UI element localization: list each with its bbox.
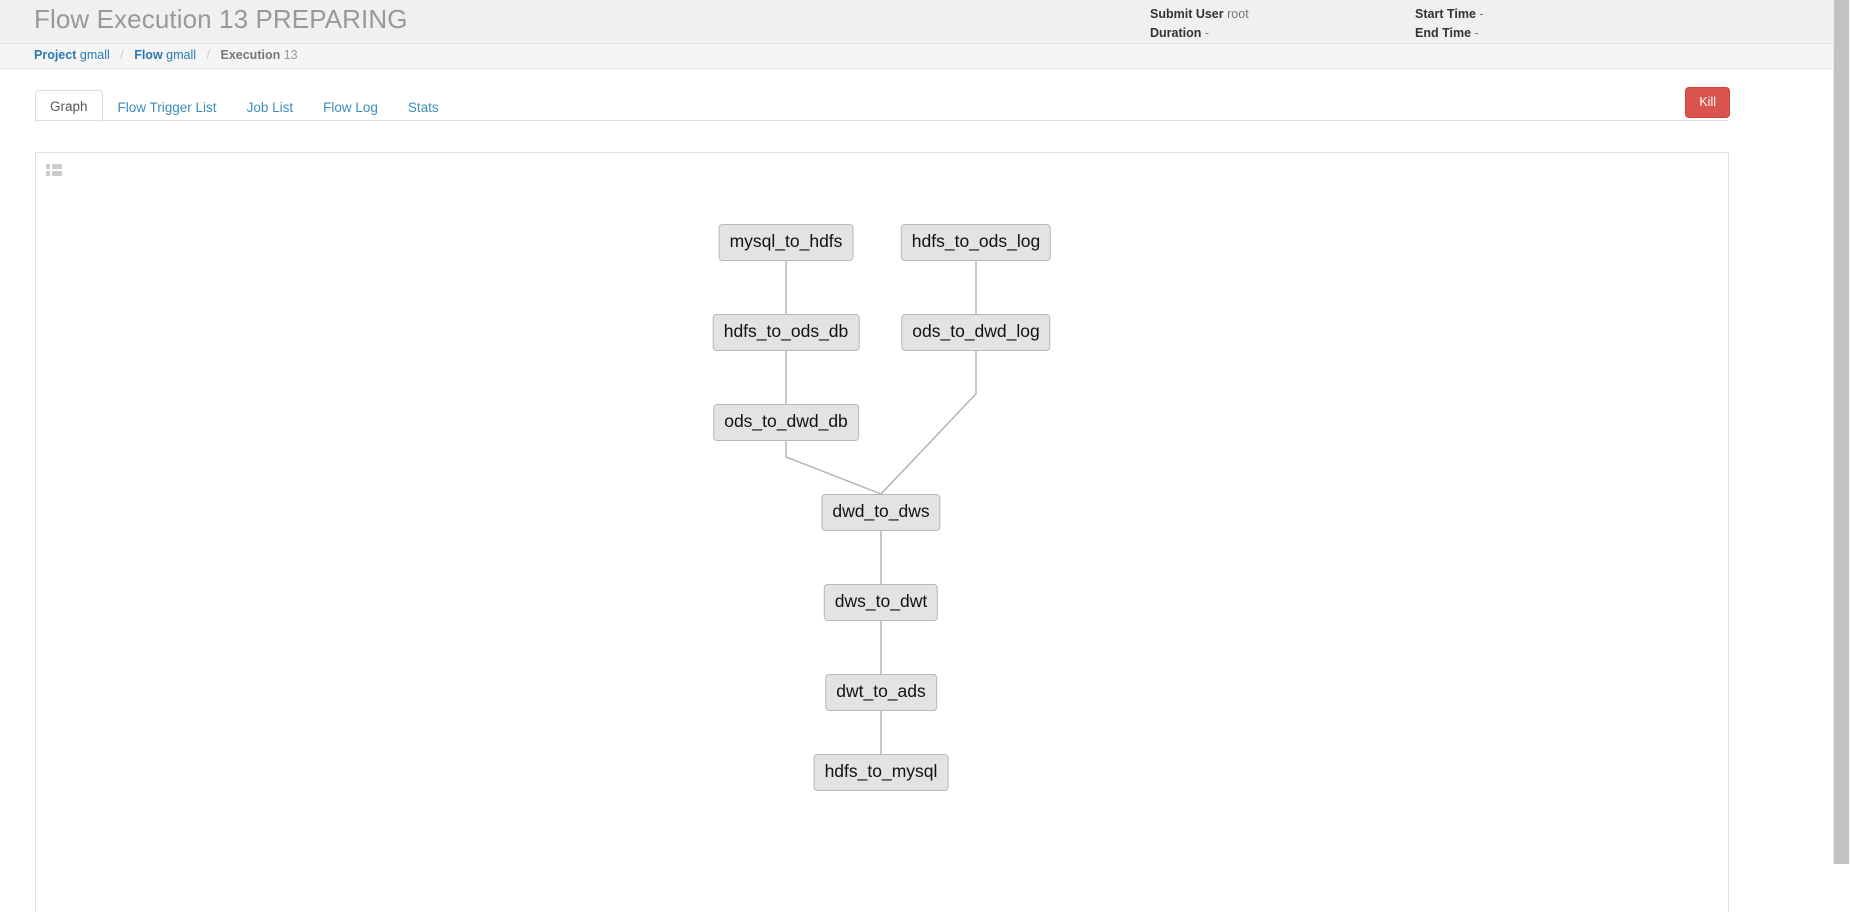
- meta-value-submit-user: root: [1227, 7, 1249, 21]
- tab-underline: [35, 120, 1728, 121]
- flow-node-dwd_to_dws[interactable]: dwd_to_dws: [821, 494, 941, 531]
- flow-node-dws_to_dwt[interactable]: dws_to_dwt: [823, 584, 939, 621]
- flow-node-ods_to_dwd_db[interactable]: ods_to_dwd_db: [713, 404, 859, 441]
- flow-graph-canvas[interactable]: mysql_to_hdfs hdfs_to_ods_log hdfs_to_ods_…: [36, 153, 1728, 912]
- meta-row-submit-user: Submit User root: [1150, 5, 1249, 24]
- flow-edge-ods_to_dwd_log-to-dwd_to_dws: [880, 351, 977, 495]
- breadcrumb-bar: Project gmall / Flow gmall / Execution 1…: [0, 44, 1850, 69]
- tab-flow-log[interactable]: Flow Log: [323, 99, 378, 115]
- tab-graph[interactable]: Graph: [35, 89, 103, 122]
- tab-job-list[interactable]: Job List: [246, 99, 294, 115]
- meta-value-start-time: -: [1479, 7, 1484, 21]
- flow-node-dwt_to_ads[interactable]: dwt_to_ads: [825, 674, 937, 711]
- flow-node-hdfs_to_ods_log[interactable]: hdfs_to_ods_log: [900, 224, 1052, 261]
- grid-icon-cell-2: [52, 164, 62, 169]
- flow-node-hdfs_to_mysql[interactable]: hdfs_to_mysql: [813, 754, 949, 791]
- breadcrumb: Project gmall / Flow gmall / Execution 1…: [34, 48, 298, 62]
- meta-row-duration: Duration -: [1150, 24, 1249, 43]
- grid-icon-cell-1: [46, 164, 50, 169]
- graph-panel: mysql_to_hdfs hdfs_to_ods_log hdfs_to_ods_…: [35, 152, 1729, 912]
- tab-bar: Graph Flow Trigger List Job List Flow Lo…: [0, 69, 1850, 122]
- kill-button[interactable]: Kill: [1685, 87, 1730, 118]
- grid-icon-cell-4: [52, 171, 62, 176]
- flow-node-ods_to_dwd_log[interactable]: ods_to_dwd_log: [901, 314, 1051, 351]
- page-header: Flow Execution 13 PREPARING Submit User …: [0, 0, 1850, 44]
- breadcrumb-item-execution-value: 13: [283, 48, 298, 62]
- page-scrollbar-track[interactable]: [1833, 0, 1850, 864]
- execution-meta-right: Start Time - End Time -: [1415, 5, 1484, 43]
- breadcrumb-item-project-value: gmall: [79, 48, 110, 62]
- flow-edge-ods_to_dwd_db-to-dwd_to_dws: [785, 441, 882, 495]
- meta-label-start-time: Start Time: [1415, 7, 1476, 21]
- meta-label-submit-user: Submit User: [1150, 7, 1224, 21]
- grid-icon[interactable]: [46, 164, 62, 177]
- tab-stats[interactable]: Stats: [407, 99, 439, 115]
- meta-row-end-time: End Time -: [1415, 24, 1484, 43]
- meta-label-end-time: End Time: [1415, 26, 1472, 40]
- tab-list: Graph Flow Trigger List Job List Flow Lo…: [35, 85, 454, 122]
- breadcrumb-item-project-label: Project: [34, 48, 77, 62]
- meta-value-end-time: -: [1474, 26, 1479, 40]
- page-scrollbar-thumb[interactable]: [1834, 0, 1849, 864]
- breadcrumb-item-flow-value: gmall: [166, 48, 197, 62]
- flow-node-hdfs_to_ods_db[interactable]: hdfs_to_ods_db: [712, 314, 860, 351]
- breadcrumb-item-execution-label: Execution: [220, 48, 281, 62]
- breadcrumb-item-flow-label: Flow: [134, 48, 163, 62]
- breadcrumb-separator-2: /: [206, 48, 210, 62]
- breadcrumb-item-flow[interactable]: Flow gmall: [134, 48, 196, 62]
- breadcrumb-item-execution: Execution 13: [220, 48, 297, 62]
- tab-flow-trigger-list[interactable]: Flow Trigger List: [117, 99, 217, 115]
- flow-graph-edges: [785, 261, 977, 754]
- meta-label-duration: Duration: [1150, 26, 1202, 40]
- breadcrumb-separator-1: /: [120, 48, 124, 62]
- meta-row-start-time: Start Time -: [1415, 5, 1484, 24]
- breadcrumb-item-project[interactable]: Project gmall: [34, 48, 110, 62]
- grid-icon-cell-3: [46, 171, 50, 176]
- flow-node-mysql_to_hdfs[interactable]: mysql_to_hdfs: [718, 224, 854, 261]
- execution-meta-left: Submit User root Duration -: [1150, 5, 1249, 43]
- page-title: Flow Execution 13 PREPARING: [34, 4, 408, 34]
- meta-value-duration: -: [1204, 26, 1210, 40]
